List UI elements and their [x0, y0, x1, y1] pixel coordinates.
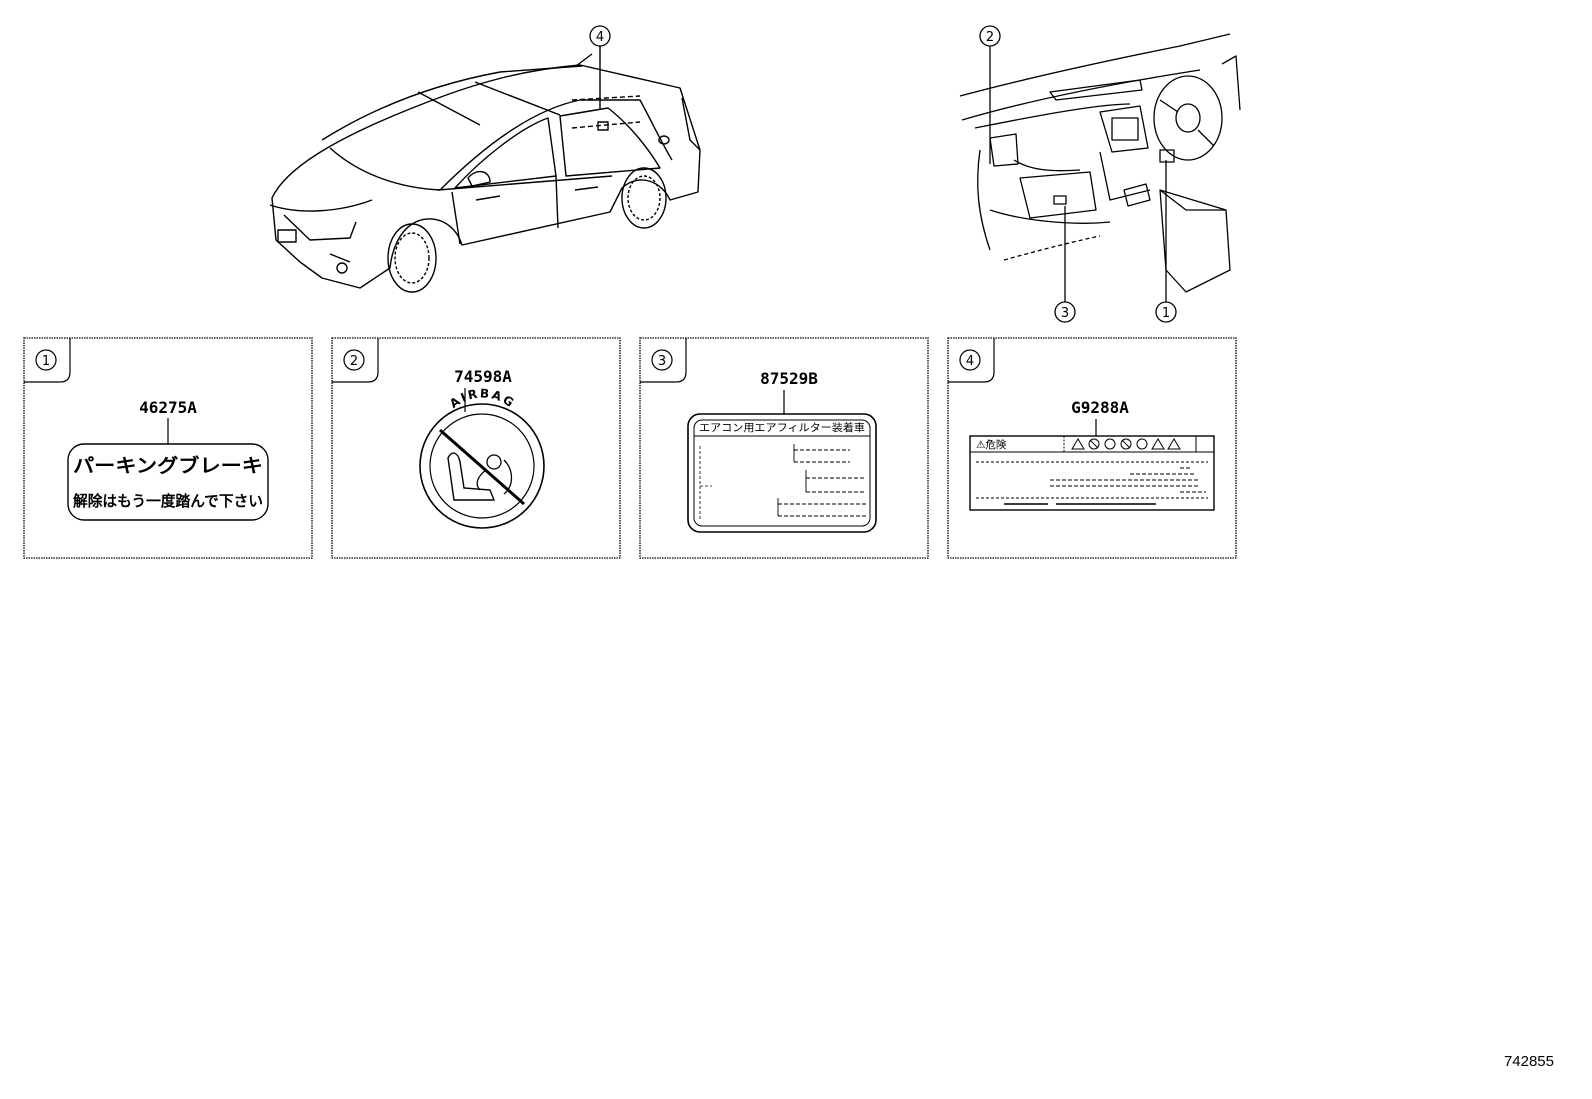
air-filter-label [687, 413, 877, 533]
callout-number-1: 1 [1162, 306, 1170, 321]
part-number: G9288A [1071, 398, 1129, 417]
cabin-interior-illustration [959, 33, 1241, 302]
callout-circle-1 [1155, 301, 1177, 323]
panel-index-circle [35, 349, 57, 371]
airbag-label-text: AIRBAG [447, 386, 518, 411]
callout-circle-3 [1054, 301, 1076, 323]
danger-label [969, 435, 1215, 511]
panel-4: 4 G9288A ⚠危険 [947, 337, 1237, 559]
airbag-label [419, 403, 545, 529]
part-number: 87529B [760, 369, 818, 388]
panel-2: 2 74598A AIRBAG [331, 337, 621, 559]
parking-brake-label [67, 443, 269, 521]
air-filter-label-header: エアコン用エアフィルター装着車 [699, 421, 865, 434]
part-number: 74598A [454, 367, 512, 386]
panel-index: 2 [350, 354, 358, 369]
panel-index: 1 [42, 354, 50, 369]
callout-number-2: 2 [986, 30, 994, 45]
panel-3: 3 87529B エアコン用エアフィルター装着車 [639, 337, 929, 559]
part-number: 46275A [139, 398, 197, 417]
callout-circle-2 [979, 25, 1001, 47]
parking-brake-label-line1: パーキングブレーキ [73, 454, 263, 477]
panel-index: 3 [658, 354, 666, 369]
callout-number-3: 3 [1061, 306, 1069, 321]
panel-index-circle [343, 349, 365, 371]
callout-number-4: 4 [596, 30, 604, 45]
panel-index-circle [959, 349, 981, 371]
car-exterior-illustration [269, 46, 701, 293]
panel-index: 4 [966, 354, 974, 369]
parking-brake-label-line2: 解除はもう一度踏んで下さい [73, 492, 263, 510]
panel-1: 1 46275A パーキングブレーキ 解除はもう一度踏んで下さい [23, 337, 313, 559]
callout-circle-4 [589, 25, 611, 47]
document-id: 742855 [1503, 1053, 1554, 1070]
danger-label-header: ⚠危険 [976, 439, 1007, 451]
panel-index-circle [651, 349, 673, 371]
